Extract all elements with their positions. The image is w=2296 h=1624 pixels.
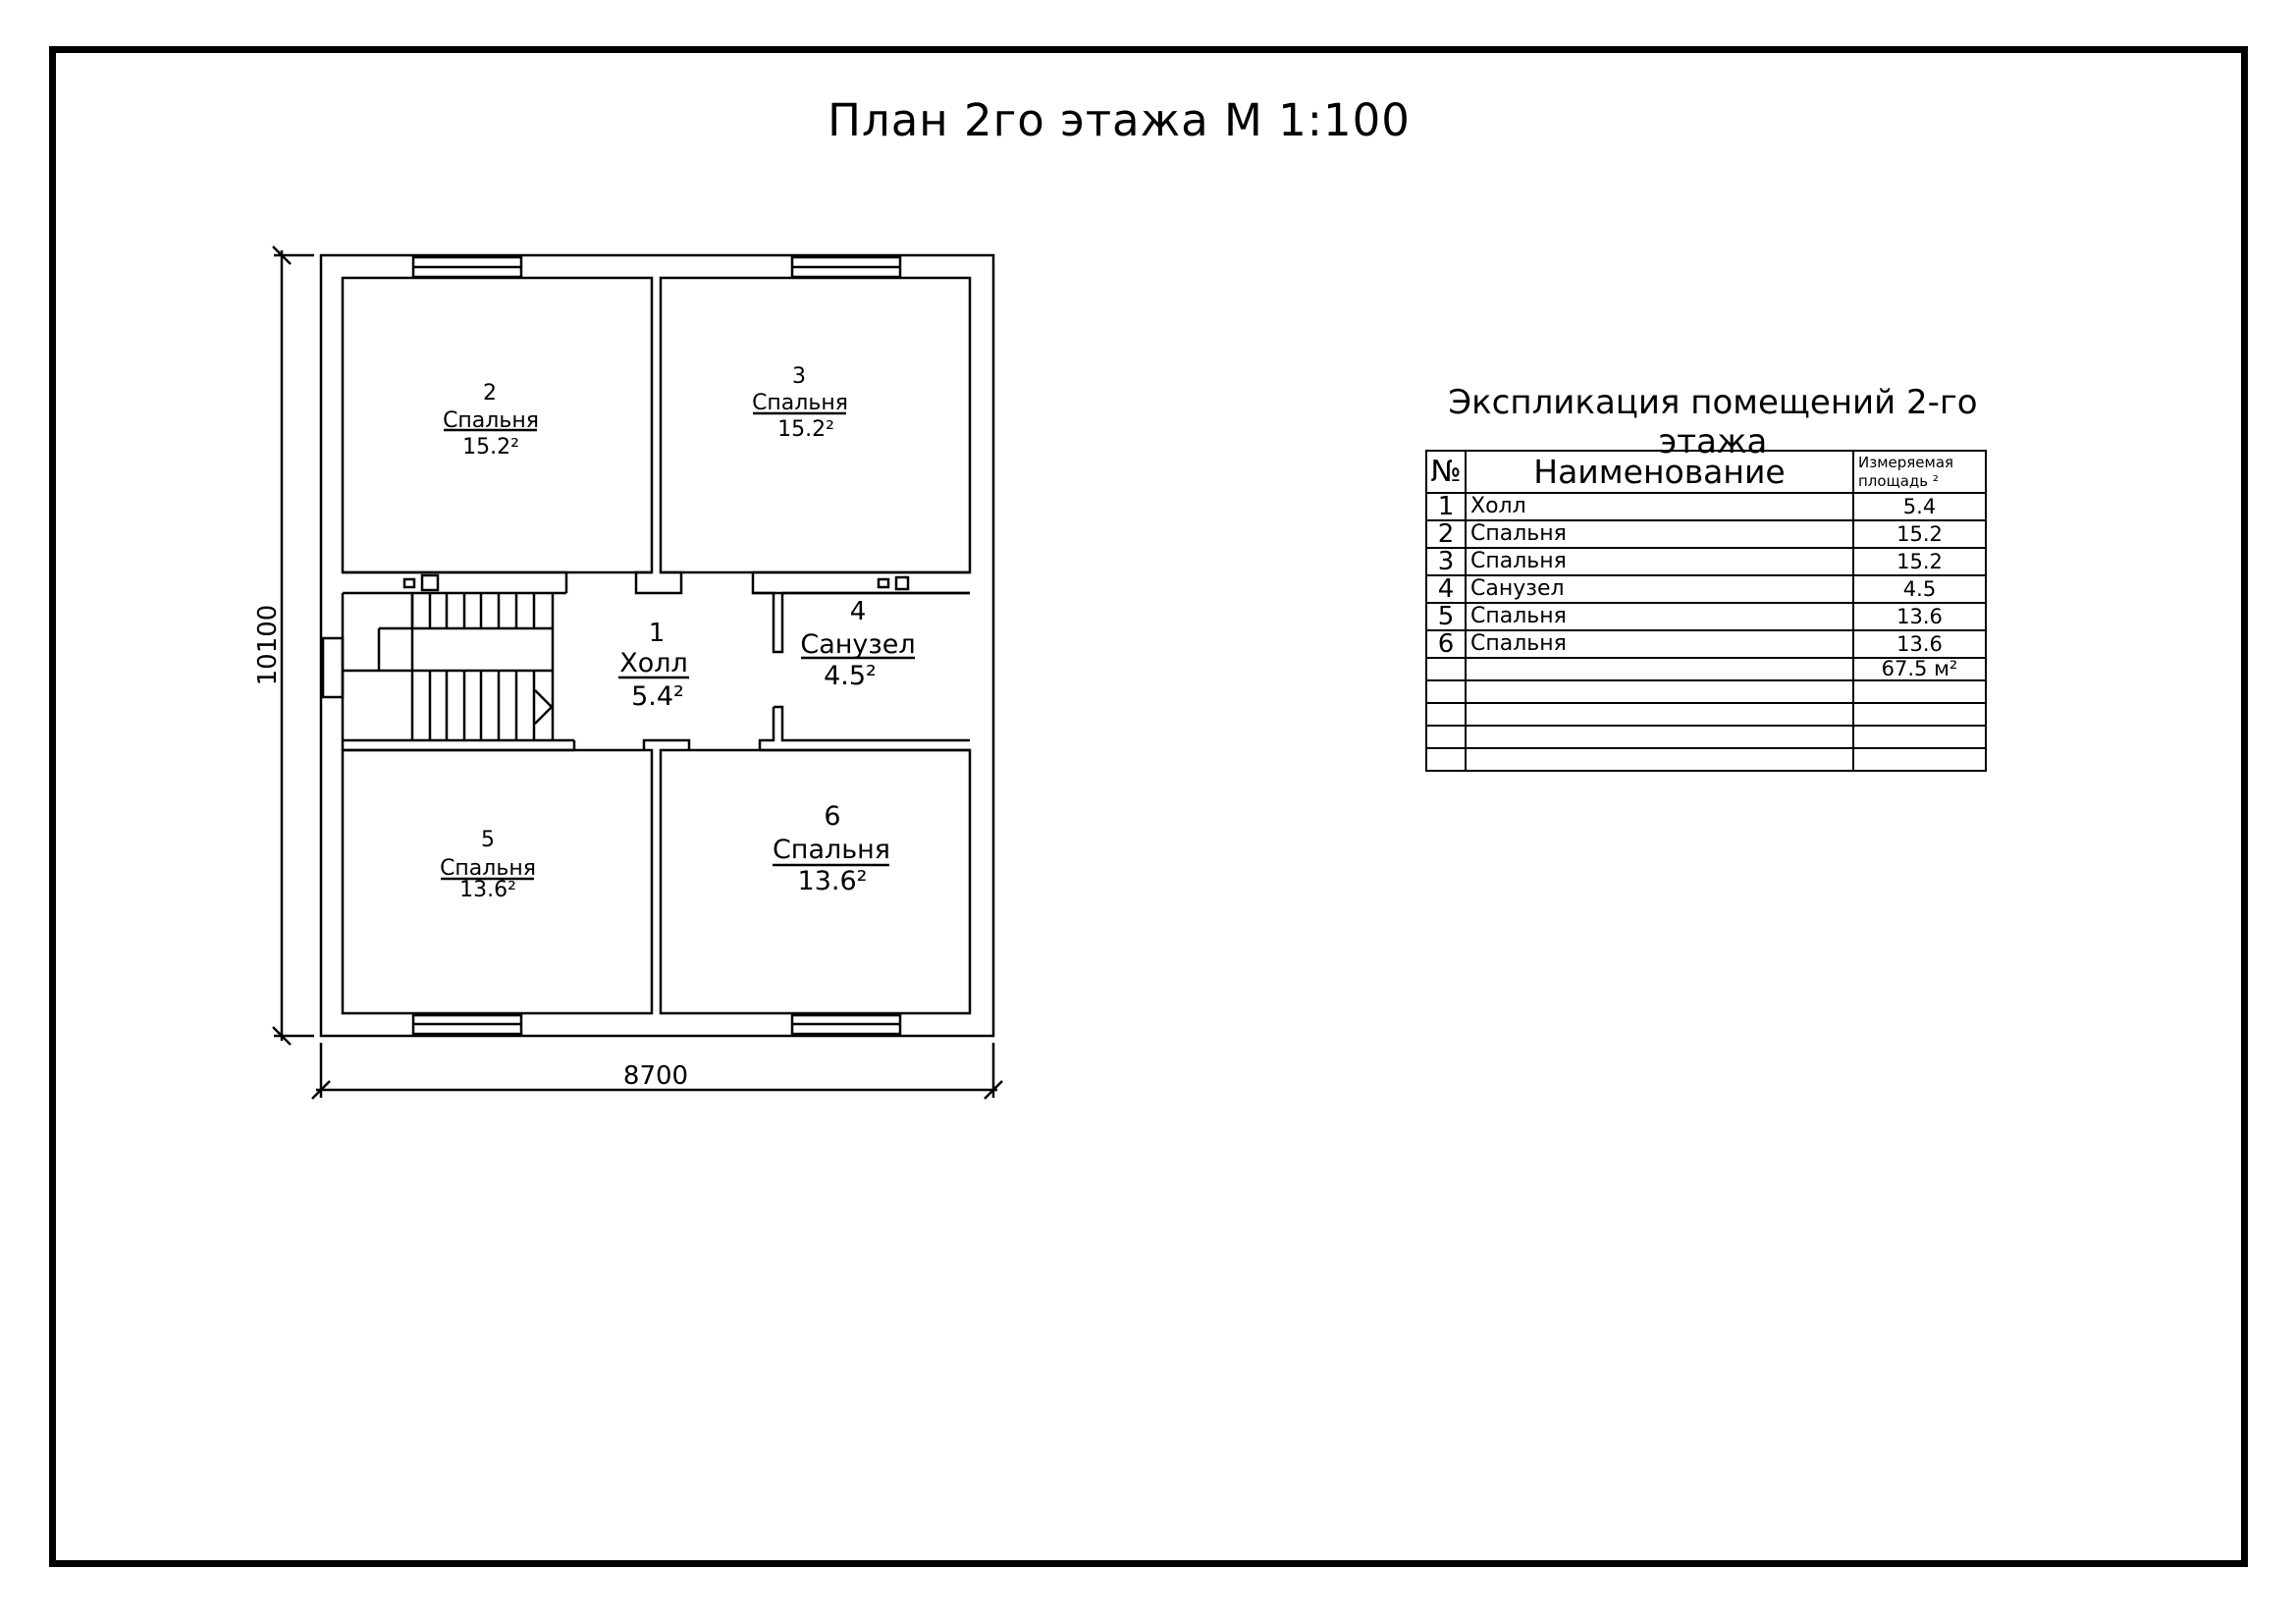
row-area: 13.6 <box>1852 629 1987 659</box>
table-row <box>1425 725 1987 749</box>
room-1-area: 5.4² <box>631 681 684 712</box>
header-name: Наименование <box>1465 450 1854 494</box>
table-row <box>1425 747 1987 772</box>
row-name: Спальня <box>1465 602 1854 631</box>
table-header-row: № Наименование Измеряемая площадь ² <box>1425 450 1987 494</box>
total-area: 67.5 м² <box>1852 657 1987 681</box>
row-number: 2 <box>1425 519 1467 549</box>
plan-title: План 2го этажа М 1:100 <box>828 94 1411 146</box>
row-number <box>1425 747 1467 772</box>
row-name: Холл <box>1465 492 1854 521</box>
vent-duct-small <box>402 577 416 589</box>
row-name <box>1465 747 1854 772</box>
row-name: Спальня <box>1465 547 1854 576</box>
room-6-name: Спальня <box>773 835 890 865</box>
room-1-name: Холл <box>619 648 688 678</box>
row-number: 3 <box>1425 547 1467 576</box>
room-5-number: 5 <box>481 828 495 852</box>
room-3-name: Спальня <box>752 391 848 415</box>
row-area <box>1852 725 1987 749</box>
vent-duct <box>420 573 440 592</box>
row-number: 4 <box>1425 574 1467 604</box>
dimension-width-label: 8700 <box>623 1061 688 1091</box>
header-number: № <box>1425 450 1467 494</box>
row-number <box>1425 725 1467 749</box>
room-4-area: 4.5² <box>824 661 877 691</box>
room-2-name: Спальня <box>443 408 539 433</box>
row-area: 15.2 <box>1852 519 1987 549</box>
table-row <box>1425 679 1987 704</box>
table-row-total: 67.5 м² <box>1425 657 1987 681</box>
window-left-stair <box>321 636 345 699</box>
room-5-area: 13.6² <box>459 878 516 902</box>
row-number: 1 <box>1425 492 1467 521</box>
vent-duct-right <box>894 575 910 591</box>
row-number: 5 <box>1425 602 1467 631</box>
room-2-number: 2 <box>483 381 497 406</box>
row-name <box>1465 679 1854 704</box>
row-area: 4.5 <box>1852 574 1987 604</box>
room-5-name: Спальня <box>440 856 536 881</box>
row-name <box>1465 702 1854 727</box>
drawing-sheet-frame <box>49 46 2248 1567</box>
row-number <box>1425 679 1467 704</box>
row-area <box>1852 679 1987 704</box>
room-4-name: Санузел <box>800 629 915 660</box>
room-2-area: 15.2² <box>462 435 519 460</box>
stair-arrow <box>534 689 554 725</box>
room-3-number: 3 <box>792 364 806 389</box>
outer-wall-outline <box>319 253 995 1038</box>
row-number: 6 <box>1425 629 1467 659</box>
row-number <box>1425 657 1467 681</box>
header-area: Измеряемая площадь ² <box>1852 450 1987 494</box>
row-area <box>1852 747 1987 772</box>
row-name <box>1465 657 1854 681</box>
vent-duct-small-right <box>877 577 890 589</box>
row-area: 15.2 <box>1852 547 1987 576</box>
table-row <box>1425 702 1987 727</box>
room-4-number: 4 <box>850 597 867 626</box>
row-name: Спальня <box>1465 629 1854 659</box>
row-number <box>1425 702 1467 727</box>
row-area: 5.4 <box>1852 492 1987 521</box>
dimension-height-label: 10100 <box>253 605 283 686</box>
row-name: Спальня <box>1465 519 1854 549</box>
row-name: Санузел <box>1465 574 1854 604</box>
room-3-area: 15.2² <box>777 417 834 442</box>
row-name <box>1465 725 1854 749</box>
room-6-area: 13.6² <box>798 866 868 896</box>
row-area <box>1852 702 1987 727</box>
row-area: 13.6 <box>1852 602 1987 631</box>
room-6-number: 6 <box>824 801 840 832</box>
room-1-number: 1 <box>649 619 666 648</box>
